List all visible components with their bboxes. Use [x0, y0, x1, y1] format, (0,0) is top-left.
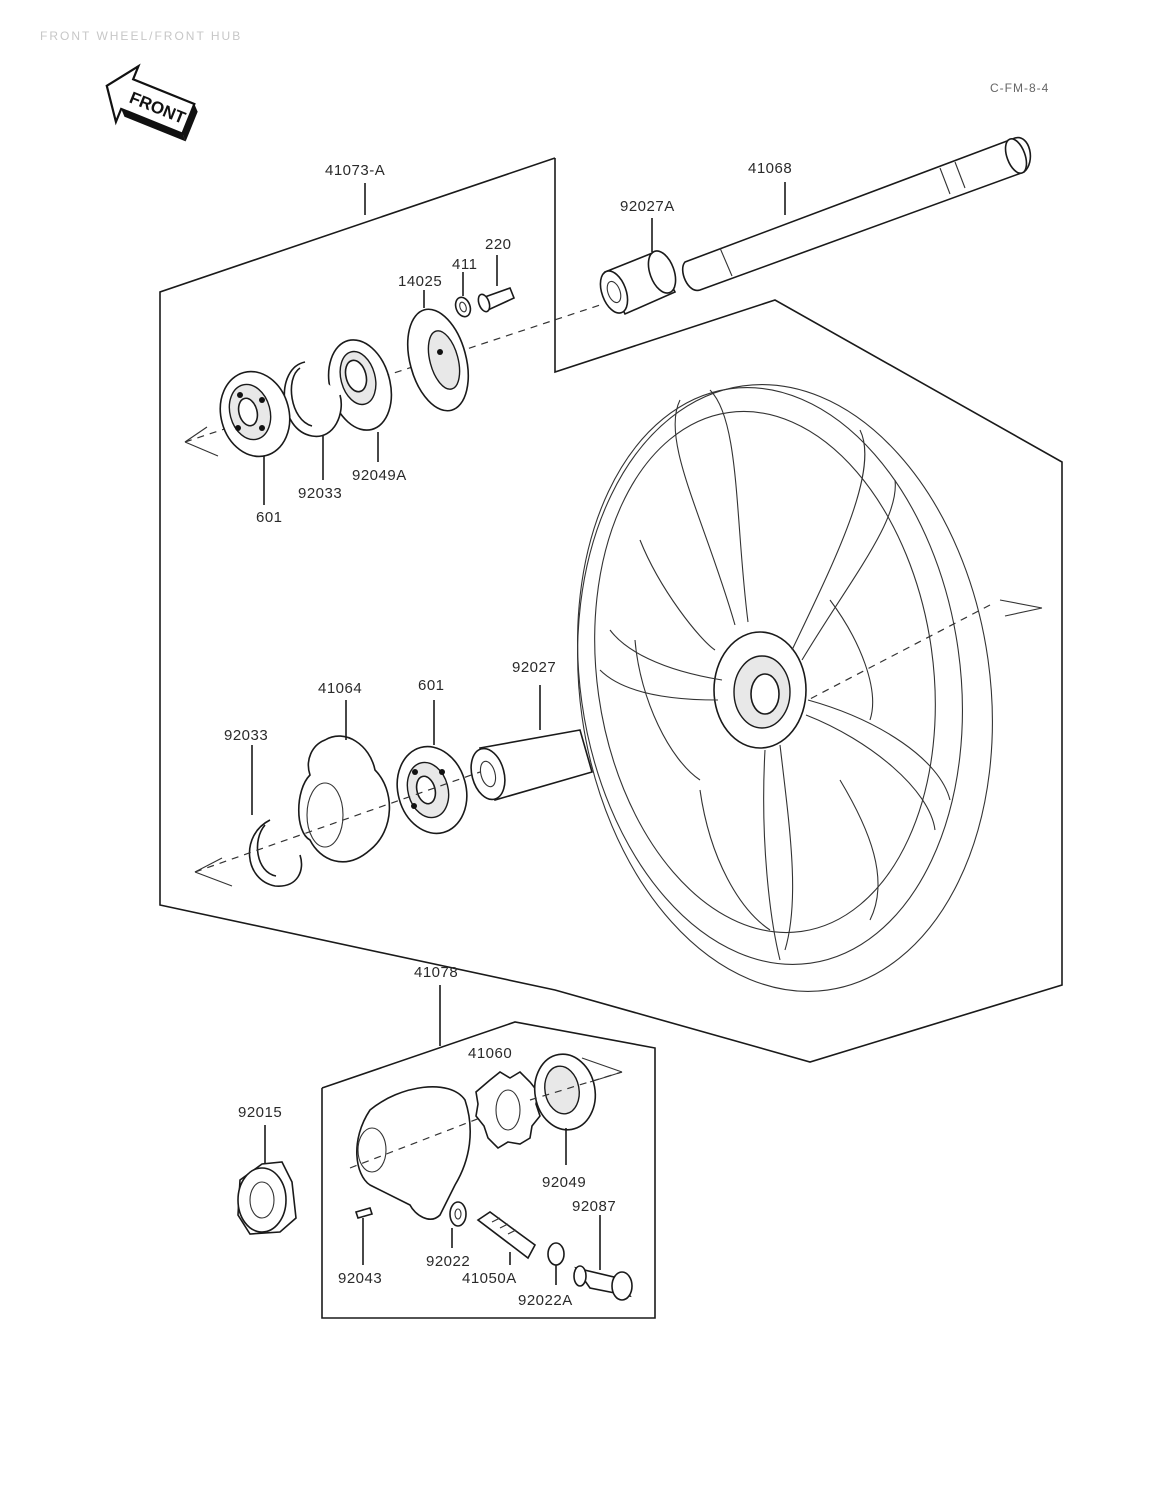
gear-part [475, 1070, 541, 1150]
bolt-part [477, 286, 516, 313]
label-washer-c: 92022A [518, 1292, 573, 1309]
page-header-faded: FRONT WHEEL/FRONT HUB [40, 29, 242, 43]
label-gear-housing: 41078 [414, 964, 458, 981]
label-hub-lower: 41064 [318, 680, 362, 697]
hub-assembly-bracket [159, 157, 1063, 1063]
hub-lower-part [298, 735, 391, 863]
washer-b-part [449, 1201, 467, 1227]
axle-part [681, 137, 1032, 292]
label-disc: 14025 [398, 273, 442, 290]
axis-arrow-upper [184, 426, 219, 457]
collar-part [470, 729, 593, 801]
label-spacer: 92015 [238, 1104, 282, 1121]
screw-part [354, 1207, 374, 1219]
label-collar: 92027 [512, 659, 556, 676]
axis-arrow-seal [581, 1057, 623, 1083]
front-arrow-icon: FRONT [105, 63, 198, 142]
axis-line-upper [184, 304, 601, 443]
axis-line-gear [349, 1117, 481, 1169]
circlip-lower-part [248, 819, 303, 887]
washer-part [454, 296, 472, 318]
gear-housing-body [356, 1086, 471, 1220]
label-circlip-upper: 92033 [298, 485, 342, 502]
gear-housing-bracket [321, 1021, 656, 1319]
circlip-upper-part [283, 361, 342, 438]
label-washer: 411 [452, 256, 477, 273]
axis-arrow-wheel [999, 599, 1043, 617]
bearing-lower-part [396, 745, 468, 835]
label-oil-seal: 92049 [542, 1174, 586, 1191]
axis-arrow-lower [194, 857, 233, 887]
axis-line-lower [194, 771, 481, 873]
diagram-code: C-FM-8-4 [990, 81, 1049, 95]
label-washer-b: 92022 [426, 1253, 470, 1270]
gear-housing-bore [357, 1127, 387, 1173]
label-bolt: 220 [485, 236, 512, 253]
label-axle: 41068 [748, 160, 792, 177]
seal-a-part [327, 339, 393, 431]
bushing-part [573, 1265, 633, 1301]
collar-a-part [599, 250, 677, 316]
hub-lower-bore [306, 782, 344, 848]
axis-line-wheel [807, 604, 991, 701]
label-bearing-lower: 601 [418, 677, 445, 694]
oil-seal-part [533, 1053, 597, 1131]
wheel-part [577, 384, 993, 992]
label-collar-a: 92027A [620, 198, 675, 215]
label-gear: 41060 [468, 1045, 512, 1062]
washer-c-part [547, 1242, 565, 1266]
bearing-upper-part [219, 370, 291, 458]
label-circlip-lower: 92033 [224, 727, 268, 744]
label-bearing-upper: 601 [256, 509, 283, 526]
disc-part [406, 308, 470, 412]
label-pinion: 41050A [462, 1270, 517, 1287]
pinion-part [476, 1211, 537, 1260]
spacer-part [237, 1161, 297, 1235]
label-seal-a: 92049A [352, 467, 407, 484]
label-screw: 92043 [338, 1270, 382, 1287]
label-hub-assembly: 41073-A [325, 162, 385, 179]
label-bushing: 92087 [572, 1198, 616, 1215]
